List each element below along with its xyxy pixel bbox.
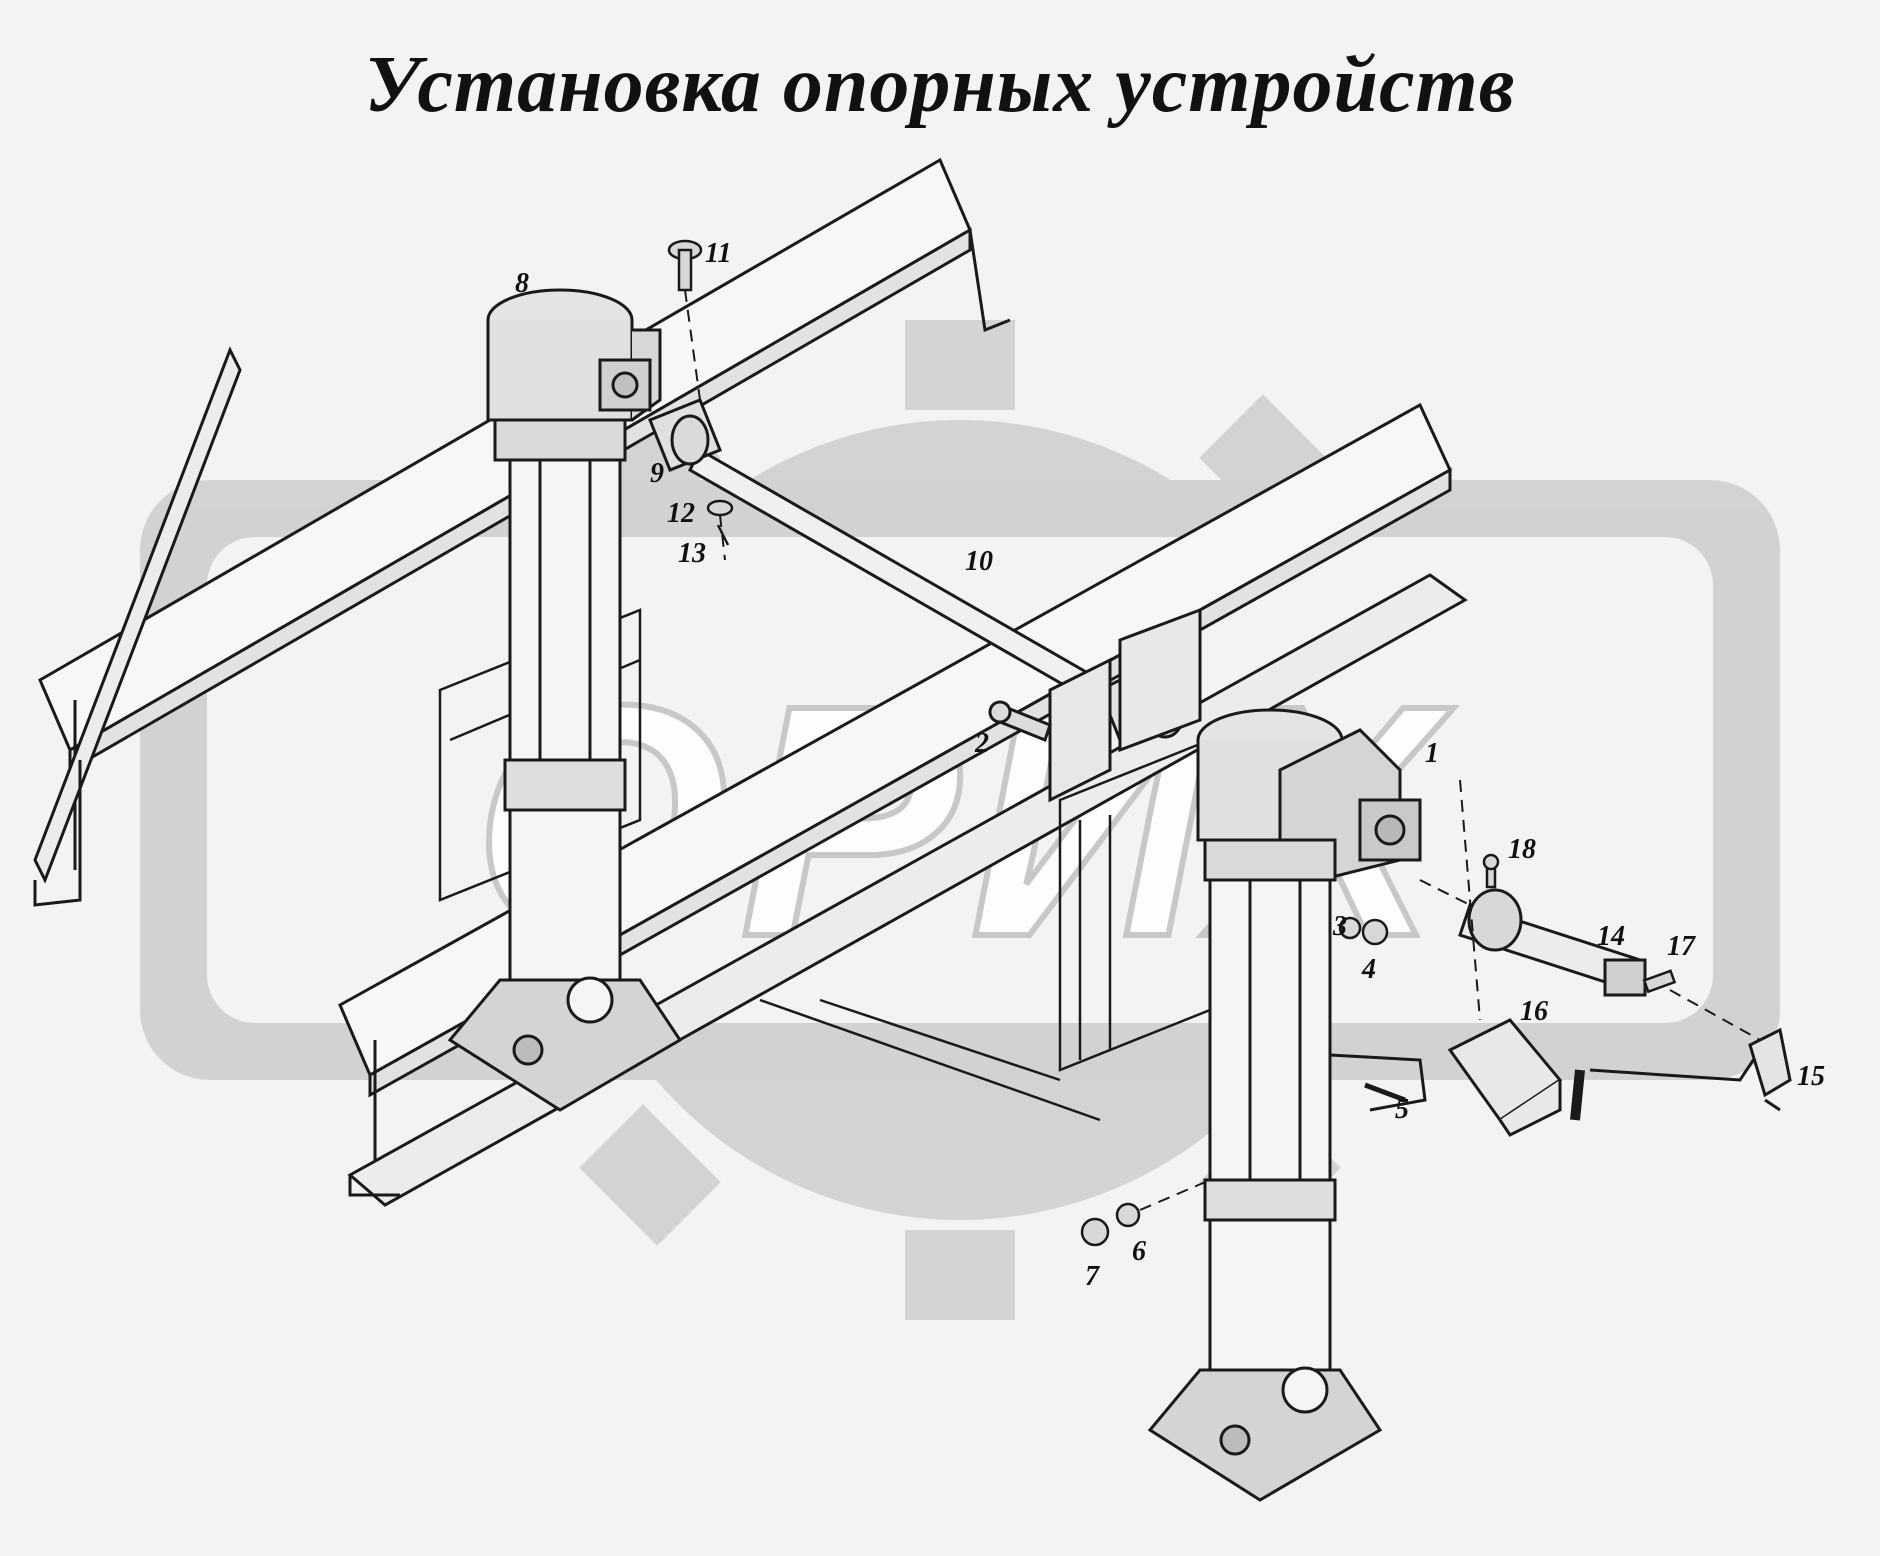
support-leg-left (447, 288, 683, 1112)
callout-7: 7 (1085, 1261, 1100, 1292)
callout-13: 13 (678, 538, 706, 569)
callout-4: 4 (1361, 954, 1376, 985)
handle-holder (1447, 1018, 1563, 1137)
callout-17: 17 (1667, 931, 1696, 962)
callout-1: 1 (1425, 738, 1439, 769)
support-leg-right (1147, 708, 1422, 1502)
assembly-lines (684, 289, 1761, 1211)
crank-handle (1570, 1027, 1792, 1121)
page-title: Установка опорных устройств (364, 41, 1516, 129)
callout-8: 8 (515, 268, 529, 299)
connecting-shaft (648, 398, 1202, 803)
callout-11: 11 (705, 238, 731, 269)
bolt-2 (988, 700, 1052, 742)
u-bolt (1329, 1053, 1427, 1112)
callout-3: 3 (1332, 911, 1347, 942)
callout-12: 12 (667, 498, 695, 529)
callout-14: 14 (1597, 921, 1625, 952)
callout-2: 2 (974, 728, 989, 759)
callout-6: 6 (1132, 1236, 1146, 1267)
callout-5: 5 (1395, 1094, 1409, 1125)
callout-10: 10 (965, 546, 993, 577)
callout-9: 9 (650, 458, 664, 489)
callout-15: 15 (1797, 1061, 1825, 1092)
handle-shaft (1458, 888, 1647, 997)
callouts: 1 2 3 4 5 6 7 8 9 10 11 12 13 14 15 16 1… (515, 238, 1825, 1292)
callout-16: 16 (1520, 996, 1548, 1027)
callout-18: 18 (1508, 834, 1536, 865)
